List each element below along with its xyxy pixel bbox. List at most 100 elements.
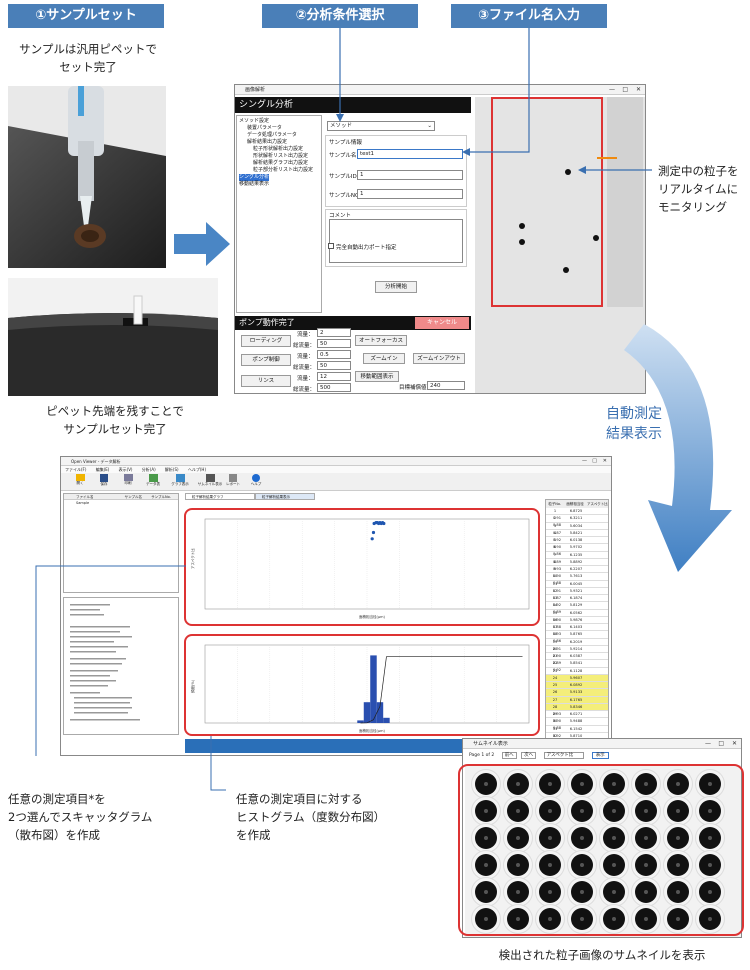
- table-tool[interactable]: データ表: [141, 474, 165, 487]
- zoom-in-button[interactable]: ズームイン: [363, 353, 405, 364]
- particle-thumbnail[interactable]: [475, 908, 497, 930]
- tree-item-selected[interactable]: シングル分析: [239, 174, 270, 181]
- particle-thumbnail[interactable]: [539, 800, 561, 822]
- close-button[interactable]: ✕: [602, 458, 607, 464]
- menu-item[interactable]: 解析(S): [164, 467, 179, 472]
- method-select[interactable]: メソッド ⌄: [327, 121, 435, 131]
- list-header[interactable]: サンプルNo.: [151, 495, 171, 499]
- particle-thumbnail[interactable]: [571, 881, 593, 903]
- move-range-button[interactable]: 移動範囲表示: [355, 371, 399, 382]
- cancel-button[interactable]: キャンセル: [415, 317, 469, 329]
- table-row[interactable]: 325.87100.89: [546, 733, 608, 738]
- maximize-button[interactable]: □: [592, 458, 597, 464]
- param-select[interactable]: アスペクト比: [543, 752, 585, 759]
- particle-thumbnail[interactable]: [571, 773, 593, 795]
- graph-tool[interactable]: グラフ表示: [167, 474, 193, 487]
- flow-input-1[interactable]: 2: [317, 328, 351, 337]
- particle-thumbnail[interactable]: [635, 773, 657, 795]
- particle-thumbnail[interactable]: [635, 827, 657, 849]
- menu-item[interactable]: ファイル(F): [65, 467, 87, 472]
- tree-item[interactable]: 解析結果グラフ出力設定: [253, 160, 309, 166]
- particle-thumbnail[interactable]: [635, 908, 657, 930]
- particle-thumbnail[interactable]: [539, 827, 561, 849]
- close-button[interactable]: ✕: [731, 740, 737, 747]
- tree-item[interactable]: 粒子部分析リスト出力設定: [253, 167, 314, 173]
- menu-item[interactable]: 表示(V): [118, 467, 133, 472]
- flow-input-2[interactable]: 0.5: [317, 350, 351, 359]
- next-button[interactable]: 次へ: [521, 752, 537, 759]
- tree-item[interactable]: 移動結果表示: [239, 181, 270, 187]
- list-header[interactable]: ファイル名: [76, 495, 94, 499]
- particle-thumbnail[interactable]: [475, 827, 497, 849]
- start-analysis-button[interactable]: 分析開始: [375, 281, 417, 293]
- minimize-button[interactable]: —: [609, 86, 615, 93]
- thumbnail-tool[interactable]: サムネイル表示: [195, 474, 225, 487]
- tab-graph[interactable]: 粒子解析結果グラフ: [185, 493, 255, 500]
- particle-thumbnail[interactable]: [507, 827, 529, 849]
- menu-item[interactable]: 編集(E): [95, 467, 110, 472]
- minimize-button[interactable]: —: [705, 740, 711, 747]
- particle-thumbnail[interactable]: [667, 773, 689, 795]
- particle-thumbnail[interactable]: [603, 827, 625, 849]
- menu-item[interactable]: 分析(A): [141, 467, 156, 472]
- particle-thumbnail[interactable]: [603, 908, 625, 930]
- particle-thumbnail[interactable]: [475, 773, 497, 795]
- report-tool[interactable]: レポート: [221, 474, 245, 487]
- total-input-2[interactable]: 50: [317, 361, 351, 370]
- particle-thumbnail[interactable]: [507, 854, 529, 876]
- particle-thumbnail[interactable]: [603, 773, 625, 795]
- tree-item[interactable]: 粒子形状解析出力設定: [253, 146, 304, 152]
- table-col-header[interactable]: アスペクト比: [586, 502, 608, 506]
- particle-thumbnail[interactable]: [635, 881, 657, 903]
- maximize-button[interactable]: □: [622, 86, 628, 93]
- particle-thumbnail[interactable]: [571, 854, 593, 876]
- total-input-1[interactable]: 50: [317, 339, 351, 348]
- particle-thumbnail[interactable]: [507, 773, 529, 795]
- particle-thumbnail[interactable]: [539, 908, 561, 930]
- tree-item[interactable]: メソッド設定: [239, 118, 270, 124]
- particle-thumbnail[interactable]: [571, 908, 593, 930]
- rinse-button[interactable]: リンス: [241, 375, 291, 387]
- particle-thumbnail[interactable]: [603, 800, 625, 822]
- list-item[interactable]: Sample: [76, 501, 90, 505]
- particle-thumbnail[interactable]: [475, 854, 497, 876]
- zoom-out-button[interactable]: ズームインアウト: [413, 353, 465, 364]
- particle-thumbnail[interactable]: [667, 908, 689, 930]
- target-input[interactable]: 240: [427, 381, 465, 390]
- print-tool[interactable]: 印刷: [117, 474, 139, 486]
- pump-control-button[interactable]: ポンプ制御: [241, 354, 291, 366]
- particle-thumbnail[interactable]: [699, 854, 721, 876]
- particle-thumbnail[interactable]: [539, 773, 561, 795]
- particle-thumbnail[interactable]: [667, 800, 689, 822]
- menu-item[interactable]: ヘルプ(H): [187, 467, 207, 472]
- show-button[interactable]: 表示: [591, 752, 609, 759]
- particle-thumbnail[interactable]: [635, 800, 657, 822]
- particle-thumbnail[interactable]: [539, 854, 561, 876]
- table-col-header[interactable]: 粒子No.: [548, 502, 562, 506]
- minimize-button[interactable]: —: [582, 458, 587, 464]
- list-header[interactable]: サンプル名: [124, 495, 143, 499]
- particle-thumbnail[interactable]: [667, 881, 689, 903]
- help-tool[interactable]: ヘルプ: [245, 474, 267, 487]
- particle-thumbnail[interactable]: [603, 854, 625, 876]
- particle-thumbnail[interactable]: [475, 881, 497, 903]
